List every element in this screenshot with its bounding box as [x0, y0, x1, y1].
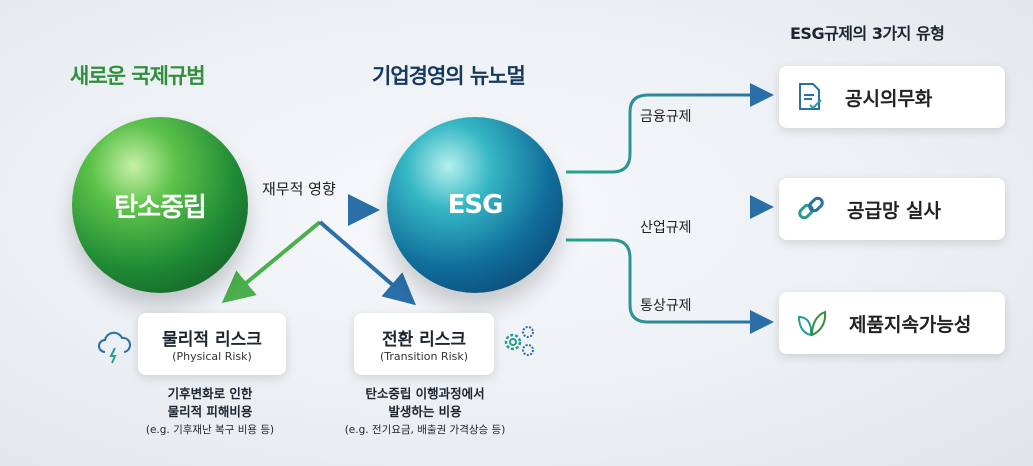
document-check-icon: [799, 83, 822, 110]
storm-cloud-icon: [98, 331, 132, 364]
branch-label-financial: 금융규제: [640, 109, 692, 125]
branch-trade: [566, 238, 774, 334]
physical-risk-en: (Physical Risk): [172, 350, 252, 363]
type-card-supply-chain: 공급망 실사: [779, 178, 1005, 240]
esg-sphere: ESG: [387, 117, 563, 293]
financial-impact-label: 재무적 영향: [262, 180, 336, 198]
type-card-disclosure: 공시의무화: [779, 66, 1005, 128]
desc-line: 탄소중립 이행과정에서: [365, 386, 485, 401]
right-title: ESG규제의 3가지 유형: [790, 24, 945, 43]
transition-risk-title: 전환 리스크: [381, 330, 467, 350]
physical-risk-title: 물리적 리스크: [162, 330, 262, 350]
type-label: 공시의무화: [845, 87, 933, 110]
physical-risk-arrow: [221, 220, 322, 304]
center-title: 기업경영의 뉴노멀: [372, 64, 526, 88]
sphere-label: 탄소중립: [114, 192, 207, 223]
desc-line: 기후변화로 인한: [167, 386, 253, 401]
type-label: 공급망 실사: [847, 199, 942, 222]
left-title: 새로운 국제규범: [70, 64, 206, 88]
type-card-product-sustainability: 제품지속가능성: [779, 292, 1005, 354]
type-label: 제품지속가능성: [849, 313, 972, 336]
branch-financial: [566, 83, 774, 174]
branch-label-trade: 통상규제: [640, 298, 692, 314]
transition-risk-card: 전환 리스크(Transition Risk): [354, 313, 494, 375]
desc-line: 발생하는 비용: [388, 404, 462, 419]
desc-example: (e.g. 전기요금, 배출권 가격상승 등): [344, 424, 506, 436]
gears-icon: [504, 326, 534, 356]
transition-risk-arrow: [318, 220, 417, 306]
sphere-label: ESG: [447, 190, 504, 220]
carbon-neutral-sphere: 탄소중립: [72, 117, 248, 293]
leaf-icon: [797, 310, 827, 337]
transition-risk-en: (Transition Risk): [379, 350, 469, 363]
desc-line: 물리적 피해비용: [167, 404, 253, 419]
branch-label-industrial: 산업규제: [640, 220, 692, 236]
physical-risk-card: 물리적 리스크(Physical Risk): [138, 313, 286, 375]
desc-example: (e.g. 기후재난 복구 비용 등): [145, 424, 275, 436]
chain-link-icon: [798, 196, 824, 220]
